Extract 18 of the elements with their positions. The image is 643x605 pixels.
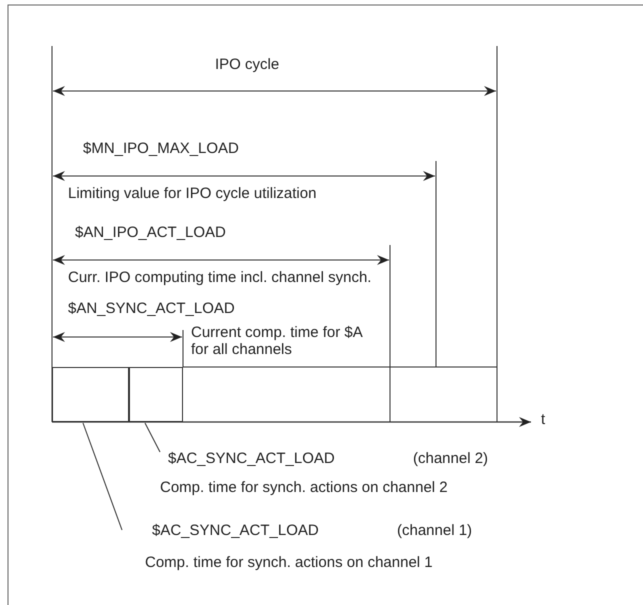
- segment-box: [129, 367, 183, 422]
- leader-line: [82, 422, 122, 530]
- description-text: Limiting value for IPO cycle utilization: [68, 185, 316, 202]
- variable-name: $MN_IPO_MAX_LOAD: [83, 140, 239, 157]
- variable-name: $AC_SYNC_ACT_LOAD: [168, 450, 335, 467]
- axis-label: t: [541, 411, 546, 428]
- segment-box: [52, 367, 129, 422]
- description-text: Current comp. time for $A for all channels: [191, 324, 364, 358]
- channel-note: (channel 2): [413, 450, 488, 467]
- description-text: Curr. IPO computing time incl. channel synch.: [68, 269, 372, 286]
- description-text: Comp. time for synch. actions on channel 2: [160, 479, 448, 496]
- cycle-label: IPO cycle: [215, 56, 280, 73]
- channel-note: (channel 1): [397, 522, 472, 539]
- variable-name: $AC_SYNC_ACT_LOAD: [152, 522, 319, 539]
- variable-name: $AN_IPO_ACT_LOAD: [75, 224, 226, 241]
- variable-name: $AN_SYNC_ACT_LOAD: [68, 300, 235, 317]
- leader-line: [144, 422, 160, 452]
- description-text: Comp. time for synch. actions on channel 1: [145, 554, 433, 571]
